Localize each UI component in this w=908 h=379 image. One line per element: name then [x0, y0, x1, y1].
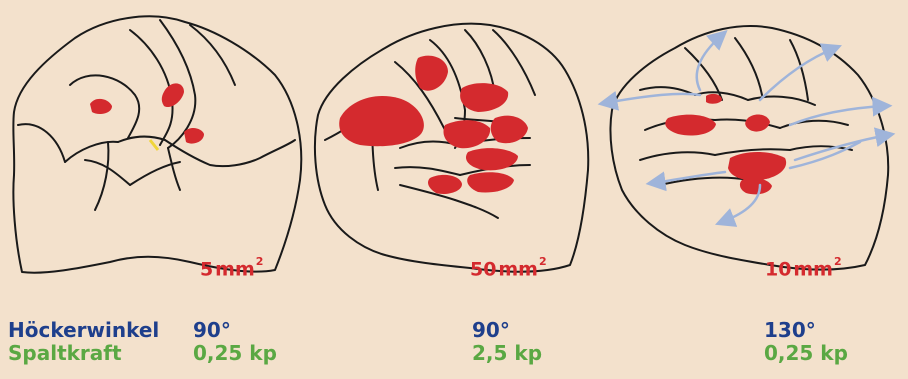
cusp-angle-value-1: 90°	[193, 318, 231, 342]
fissure-marker	[150, 140, 158, 150]
area-label-2: 50 mm2	[470, 258, 547, 280]
area-value: 10	[765, 258, 791, 280]
cusp-angle-value-2: 90°	[472, 318, 510, 342]
area-label-3: 10 mm2	[765, 258, 842, 280]
area-value: 50	[470, 258, 496, 280]
tooth-1-contacts	[90, 83, 204, 143]
area-exponent: 2	[834, 255, 842, 268]
tooth-2	[315, 24, 588, 272]
tooth-1	[13, 16, 301, 272]
area-exponent: 2	[539, 255, 547, 268]
splitting-force-label: Spaltkraft	[8, 341, 122, 365]
cusp-angle-value-3: 130°	[764, 318, 816, 342]
cusp-angle-label: Höckerwinkel	[8, 318, 159, 342]
splitting-force-value-2: 2,5 kp	[472, 341, 542, 365]
area-value: 5	[200, 258, 213, 280]
area-unit: mm	[215, 258, 255, 280]
splitting-force-value-3: 0,25 kp	[764, 341, 848, 365]
splitting-force-value-1: 0,25 kp	[193, 341, 277, 365]
area-exponent: 2	[256, 255, 264, 268]
tooth-2-contacts	[339, 56, 528, 194]
area-unit: mm	[793, 258, 833, 280]
area-label-1: 5 mm2	[200, 258, 263, 280]
area-unit: mm	[498, 258, 538, 280]
